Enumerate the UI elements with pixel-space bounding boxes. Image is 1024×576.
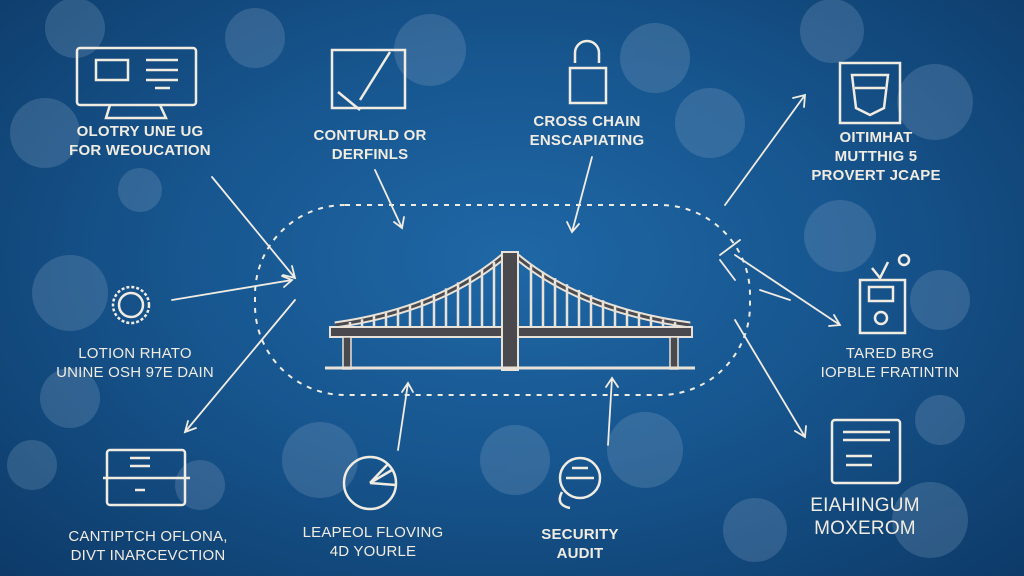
label-mid-right: TARED BRG IOPBLE FRATINTIN xyxy=(821,344,960,382)
label-top-right: OITIMHAT MUTTHIG 5 PROVERT JCAPE xyxy=(811,128,940,185)
label-bottom-mid-left: LEAPEOL FLOVING 4D YOURLE xyxy=(303,523,444,561)
label-line: OITIMHAT xyxy=(839,129,913,146)
label-line: 4D YOURLE xyxy=(329,543,417,560)
label-line: LEAPEOL FLOVING xyxy=(302,524,444,541)
label-line: UNINE OSH 97E DAIN xyxy=(56,364,214,381)
box-icon xyxy=(838,61,902,125)
label-line: CANTIPTCH OFLONA, xyxy=(68,528,228,545)
label-top-left: OLOTRY UNE UG FOR WEOUCATION xyxy=(69,122,211,160)
label-line: DIVT INARCEVCTION xyxy=(70,547,226,564)
label-bottom-mid-right: SECURITY AUDIT xyxy=(541,525,618,563)
arrows xyxy=(171,93,842,451)
label-line: IOPBLE FRATINTIN xyxy=(820,364,960,381)
server-icon xyxy=(103,448,190,507)
label-line: OLOTRY UNE UG xyxy=(76,123,204,140)
label-mid-left: LOTION RHATO UNINE OSH 97E DAIN xyxy=(56,344,214,382)
label-line: EIAHINGUM xyxy=(810,495,920,516)
document-icon xyxy=(830,418,902,485)
label-line: PROVERT JCAPE xyxy=(811,167,941,184)
label-line: FOR WEOUCATION xyxy=(69,142,211,159)
lock-icon xyxy=(568,39,608,105)
connection-boundary xyxy=(254,204,751,396)
device-icon xyxy=(858,253,911,335)
label-line: ENSCAPIATING xyxy=(529,132,645,149)
pen-board-icon xyxy=(330,48,407,111)
audit-icon xyxy=(558,456,602,510)
monitor-icon xyxy=(75,46,198,120)
label-line: SECURITY xyxy=(541,526,619,543)
label-line: DERFINLS xyxy=(331,146,409,163)
label-line: MOXEROM xyxy=(814,518,916,539)
label-line: CONTURLD OR xyxy=(313,127,427,144)
label-line: MUTTHIG 5 xyxy=(834,148,918,165)
label-line: LOTION RHATO xyxy=(78,345,192,362)
label-top-mid-right: CROSS CHAIN ENSCAPIATING xyxy=(530,112,645,150)
pie-chart-icon xyxy=(342,455,398,511)
label-line: AUDIT xyxy=(556,545,604,562)
label-top-mid-left: CONTURLD OR DERFINLS xyxy=(313,126,426,164)
label-line: TARED BRG xyxy=(845,345,935,362)
label-line: CROSS CHAIN xyxy=(533,113,641,130)
bokeh-circles xyxy=(7,0,973,562)
label-bottom-left: CANTIPTCH OFLONA, DIVT INARCEVCTION xyxy=(68,527,227,565)
bridge-icon xyxy=(325,251,695,371)
gear-icon xyxy=(111,285,151,325)
